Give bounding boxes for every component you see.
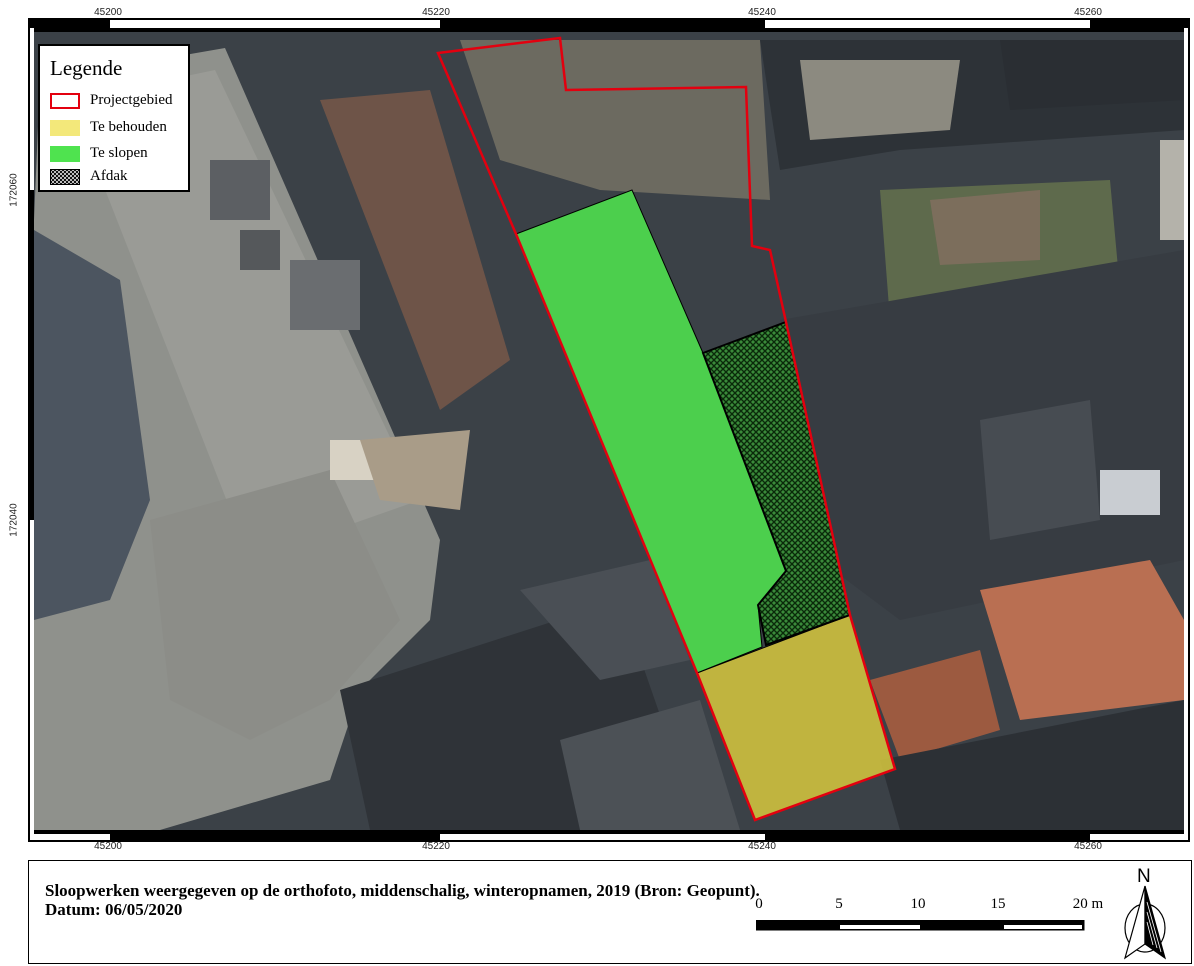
north-arrow-icon [1123,885,1167,960]
map-frame [28,18,1190,842]
caption-title: Sloopwerken weergegeven op de orthofoto,… [45,881,760,900]
coord-top-2: 45220 [422,7,450,18]
coord-top-1: 45200 [94,7,122,18]
coord-top-3: 45240 [748,7,776,18]
legend-label: Te slopen [90,145,148,161]
scale-label-20: 20 m [1072,896,1104,912]
north-letter: N [1137,866,1151,887]
legend: Legende Projectgebied Te behouden Te slo… [38,44,190,192]
legend-label: Afdak [90,168,128,184]
coord-left-2: 172040 [8,503,20,537]
coord-bottom-3: 45240 [748,841,776,852]
scale-label-5: 5 [835,896,843,912]
scale-label-10: 10 [910,896,926,912]
caption-date: Datum: 06/05/2020 [45,900,183,919]
legend-label: Projectgebied [90,92,173,108]
swatch-afdak [50,169,80,185]
scale-bar [756,920,1085,931]
parcel-projectgebied[interactable] [436,36,897,822]
caption-box: Sloopwerken weergegeven op de orthofoto,… [28,860,1192,964]
swatch-te-slopen [50,146,80,162]
scale-label-0: 0 [755,896,763,912]
coord-bottom-1: 45200 [94,841,122,852]
coord-left-1: 172060 [8,173,20,207]
coord-bottom-2: 45220 [422,841,450,852]
orthophoto [34,32,1184,830]
swatch-te-behouden [50,120,80,136]
legend-label: Te behouden [90,119,167,135]
coord-top-4: 45260 [1074,7,1102,18]
swatch-projectgebied [50,93,80,109]
legend-title: Legende [50,56,123,80]
coord-bottom-4: 45260 [1074,841,1102,852]
scale-label-15: 15 [990,896,1006,912]
